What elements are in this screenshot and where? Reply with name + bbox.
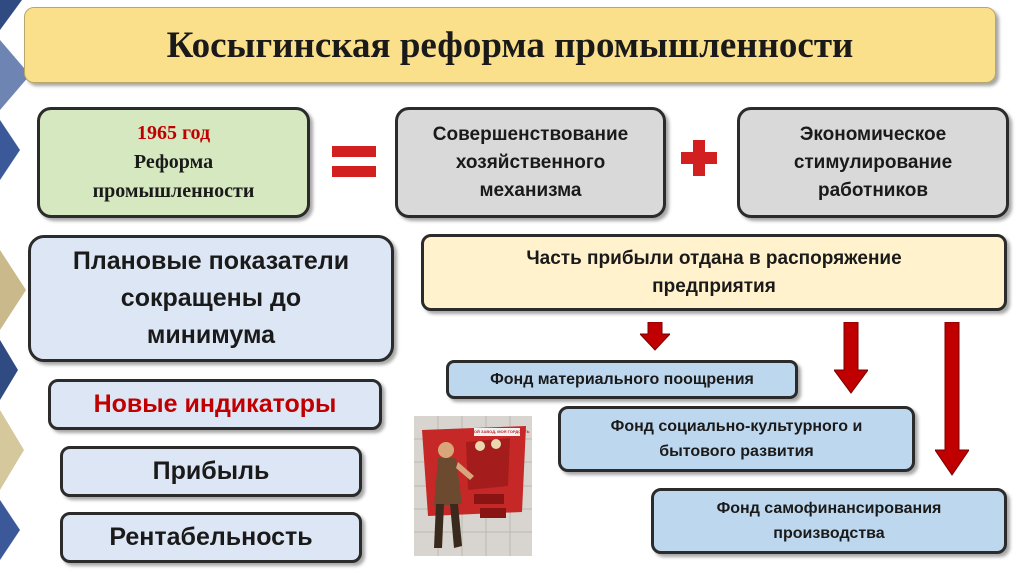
plan-line3: минимума xyxy=(146,321,276,349)
indicators-heading: Новые индикаторы xyxy=(93,390,337,418)
reform-box: 1965 год Реформа промышленности xyxy=(37,107,310,218)
reform-line1: Реформа xyxy=(133,151,214,173)
plan-line1: Плановые показатели xyxy=(72,247,350,275)
indicator-profitability-box: Рентабельность xyxy=(60,512,362,563)
fund-social-cultural: Фонд социально-культурного и бытового ра… xyxy=(558,406,915,472)
page-title: Косыгинская реформа промышленности xyxy=(166,24,854,66)
title-banner: Косыгинская реформа промышленности xyxy=(24,7,996,83)
fund-self-financing-line1: Фонд самофинансирования xyxy=(716,500,942,517)
improvement-line1: Совершенствование xyxy=(432,123,629,145)
profit-share-line1: Часть прибыли отдана в распоряжение xyxy=(526,247,902,269)
decorative-tiles xyxy=(0,0,30,560)
reform-line2: промышленности xyxy=(92,180,255,202)
arrow-down-2 xyxy=(834,322,868,394)
arrow-down-3 xyxy=(935,322,969,476)
profit-share-line2: предприятия xyxy=(652,275,776,297)
improvement-box: Совершенствование хозяйственного механиз… xyxy=(395,107,666,218)
fund-self-financing-line2: производства xyxy=(773,525,885,542)
stimulation-box: Экономическое стимулирование работников xyxy=(737,107,1009,218)
indicators-heading-box: Новые индикаторы xyxy=(48,379,382,430)
stimulation-line2: стимулирование xyxy=(793,151,953,173)
profit-share-box: Часть прибыли отдана в распоряжение пред… xyxy=(421,234,1007,311)
fund-social-cultural-line2: бытового развития xyxy=(659,443,814,460)
arrow-down-1 xyxy=(640,322,670,351)
stimulation-line3: работников xyxy=(817,179,929,201)
indicator-profitability: Рентабельность xyxy=(109,523,313,551)
indicator-profit-box: Прибыль xyxy=(60,446,362,497)
poster-caption: МОЙ ЗАВОД, МОЯ ГОРДОСТЬ xyxy=(471,429,530,434)
fund-self-financing: Фонд самофинансирования производства xyxy=(651,488,1007,554)
fund-material-incentive: Фонд материального поощрения xyxy=(446,360,798,399)
propaganda-poster: МОЙ ЗАВОД, МОЯ ГОРДОСТЬ xyxy=(414,416,532,556)
fund-material-incentive-label: Фонд материального поощрения xyxy=(490,370,754,388)
plan-box: Плановые показатели сокращены до минимум… xyxy=(28,235,394,362)
plan-line2: сокращены до xyxy=(120,284,302,312)
plus-sign xyxy=(681,140,717,176)
equals-sign xyxy=(332,146,376,177)
improvement-line2: хозяйственного xyxy=(455,151,606,173)
improvement-line3: механизма xyxy=(479,179,582,201)
stimulation-line1: Экономическое xyxy=(799,123,947,145)
fund-social-cultural-line1: Фонд социально-культурного и xyxy=(610,418,863,435)
reform-year: 1965 год xyxy=(136,122,211,144)
indicator-profit: Прибыль xyxy=(152,457,270,485)
